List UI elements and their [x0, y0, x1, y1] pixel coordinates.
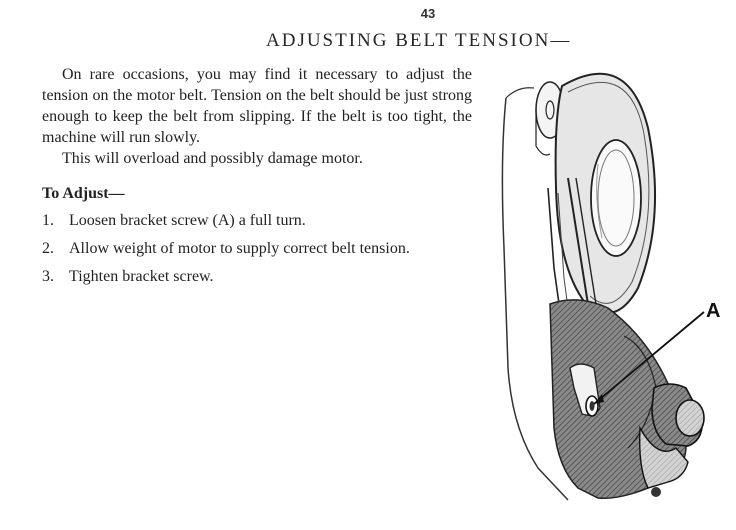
step-number: 2.	[42, 240, 54, 257]
callout-label-a: A	[706, 300, 721, 322]
intro-paragraph: On rare occasions, you may find it neces…	[42, 66, 472, 146]
step-item: 3. Tighten bracket screw.	[42, 266, 472, 287]
step-number: 1.	[42, 212, 54, 229]
section-heading: To Adjust—	[42, 185, 125, 202]
motor-pulley-icon	[638, 383, 705, 497]
page-title: ADJUSTING BELT TENSION—	[266, 30, 572, 51]
step-text: Tighten bracket screw.	[69, 268, 214, 285]
step-item: 1. Loosen bracket screw (A) a full turn.	[42, 210, 472, 231]
warning-paragraph: This will overload and possibly damage m…	[62, 150, 363, 167]
callout-leader-line	[593, 311, 705, 405]
bracket-screw-icon	[585, 395, 599, 417]
page-number: 43	[420, 6, 436, 21]
step-text: Allow weight of motor to supply correct …	[69, 240, 410, 257]
step-item: 2. Allow weight of motor to supply corre…	[42, 238, 472, 259]
instructions-column: On rare occasions, you may find it neces…	[42, 64, 472, 294]
steps-list: 1. Loosen bracket screw (A) a full turn.…	[42, 210, 472, 287]
step-text: Loosen bracket screw (A) a full turn.	[69, 212, 306, 229]
motor-belt-illustration	[501, 72, 705, 501]
machine-body	[501, 97, 569, 501]
step-number: 3.	[42, 268, 54, 285]
